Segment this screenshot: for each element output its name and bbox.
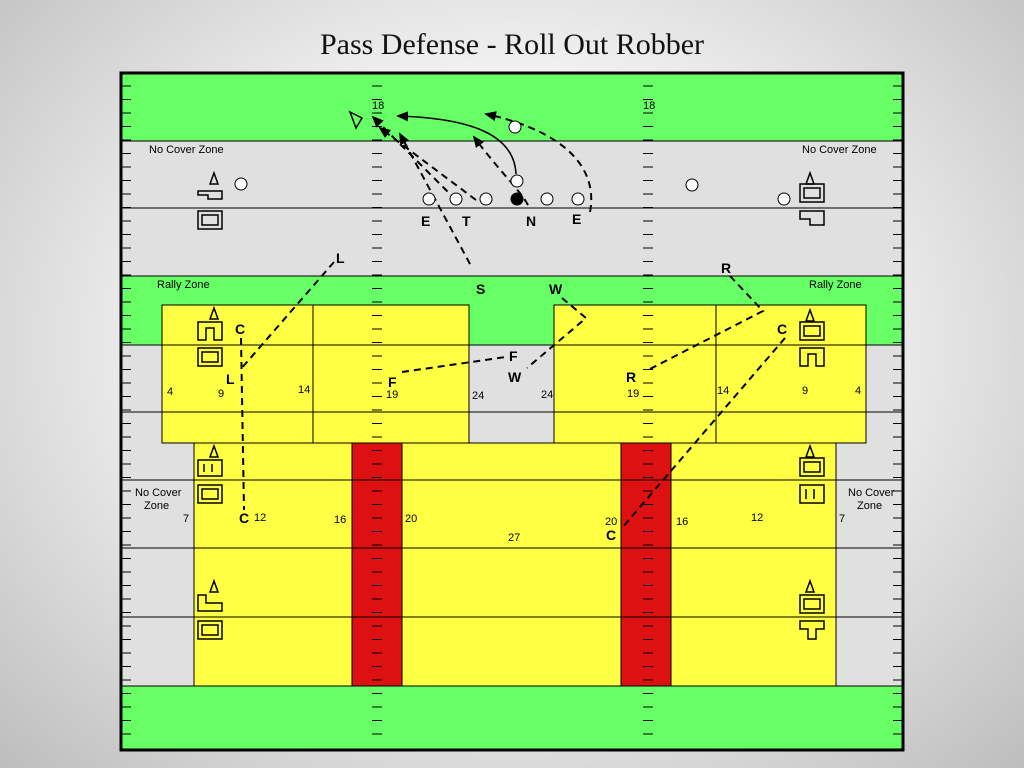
zone-num-19-right: 19: [627, 388, 639, 400]
label-r-start: R: [721, 260, 731, 276]
yard-marker-top-left: 18: [372, 100, 384, 112]
zone-num-16-right: 16: [676, 516, 688, 528]
marker-right-1: [799, 170, 825, 226]
zone-num-4-left: 4: [167, 386, 173, 398]
zone-num-27: 27: [508, 532, 520, 544]
player-labels: E T N E L L C C S W W F F R R C C: [226, 211, 787, 543]
yard-marker-top-right: 18: [643, 100, 655, 112]
rally-zone-left: Rally Zone: [157, 279, 210, 291]
label-t: T: [462, 213, 471, 229]
player-deep-back: [508, 120, 522, 134]
route-tackle-left: [371, 115, 457, 201]
end-zone-bottom: [121, 686, 903, 750]
no-cover-zone-top-left: No Cover Zone: [149, 144, 224, 156]
label-s: S: [476, 281, 485, 297]
marker-left-3: [197, 443, 223, 504]
player-line-5: [540, 192, 554, 206]
label-l-end: L: [226, 371, 235, 387]
player-line-3: [479, 192, 493, 206]
label-r-end: R: [626, 369, 636, 385]
marker-right-2: [799, 307, 825, 367]
hash-marks: [121, 85, 903, 735]
label-e-left: E: [421, 213, 430, 229]
label-w-end: W: [508, 369, 522, 385]
player-te-right: [777, 192, 791, 206]
route-rover-r: [647, 275, 765, 371]
rally-zone-right: Rally Zone: [809, 279, 862, 291]
field-border: [119, 71, 905, 752]
zone-num-9-right: 9: [802, 385, 808, 397]
label-w-start: W: [549, 281, 563, 297]
player-line-6: [571, 192, 585, 206]
route-free-f: [401, 356, 507, 373]
zone-num-14-left: 14: [298, 384, 310, 396]
field-labels: 18 18 No Cover Zone No Cover Zone Rally …: [135, 100, 895, 544]
zone-num-20-left: 20: [405, 513, 417, 525]
marker-right-4: [799, 578, 825, 640]
player-line-2: [449, 192, 463, 206]
player-center-ball: [510, 192, 524, 206]
label-c-right-bottom: C: [606, 527, 616, 543]
zone-num-12-right: 12: [751, 512, 763, 524]
page-title: Pass Defense - Roll Out Robber: [319, 28, 705, 61]
label-l-start: L: [336, 250, 345, 266]
zone-num-24-left: 24: [472, 390, 484, 402]
zone-num-12-left: 12: [254, 512, 266, 524]
zone-num-20-right: 20: [605, 516, 617, 528]
route-nose-arc: [472, 135, 529, 206]
zone-upper-right-inner: [553, 304, 717, 444]
restricted-column-right: [620, 442, 672, 687]
label-c-right-top: C: [777, 321, 787, 337]
label-n: N: [526, 213, 536, 229]
zone-num-9-left: 9: [218, 388, 224, 400]
zone-deep-yellow: [193, 442, 837, 687]
zone-num-14-right: 14: [717, 385, 729, 397]
marker-left-4: [197, 578, 223, 640]
restricted-column-left: [351, 442, 403, 687]
zone-num-19-left: 19: [386, 389, 398, 401]
field-number-markers: [197, 110, 825, 640]
marker-left-2: [197, 305, 223, 367]
marker-right-3: [799, 443, 825, 504]
offense-players: [234, 120, 791, 206]
route-ball-solid: [396, 111, 517, 175]
no-cover-side-left-line2: Zone: [144, 500, 169, 512]
label-c-left-bottom: C: [239, 510, 249, 526]
zone-num-24-right: 24: [541, 389, 553, 401]
player-wr-right: [685, 178, 699, 192]
no-cover-side-right-line1: No Cover: [848, 487, 895, 499]
no-cover-side-left-line1: No Cover: [135, 487, 182, 499]
player-line-1: [422, 192, 436, 206]
no-cover-side-right-line2: Zone: [857, 500, 882, 512]
player-wr-left: [234, 177, 248, 191]
zone-upper-right-outer: [715, 304, 867, 444]
player-qb: [510, 174, 524, 188]
yard-lines: [121, 140, 903, 687]
route-right-end: [484, 111, 593, 213]
zone-num-16-left: 16: [334, 514, 346, 526]
label-f-mid: F: [509, 348, 518, 364]
label-c-left-top: C: [235, 321, 245, 337]
marker-top-flag: [348, 110, 364, 130]
label-e-right: E: [572, 211, 581, 227]
marker-left-1: [197, 170, 223, 230]
no-cover-zone-top-right: No Cover Zone: [802, 144, 877, 156]
zone-num-4-right: 4: [855, 385, 861, 397]
label-f-end: F: [388, 374, 397, 390]
coverage-zones: [161, 304, 867, 687]
zone-num-7-right: 7: [839, 513, 845, 525]
route-corner-right: [621, 337, 786, 529]
zone-upper-left-inner: [312, 304, 470, 444]
route-corner-left: [240, 337, 245, 511]
zone-num-7-left: 7: [183, 513, 189, 525]
